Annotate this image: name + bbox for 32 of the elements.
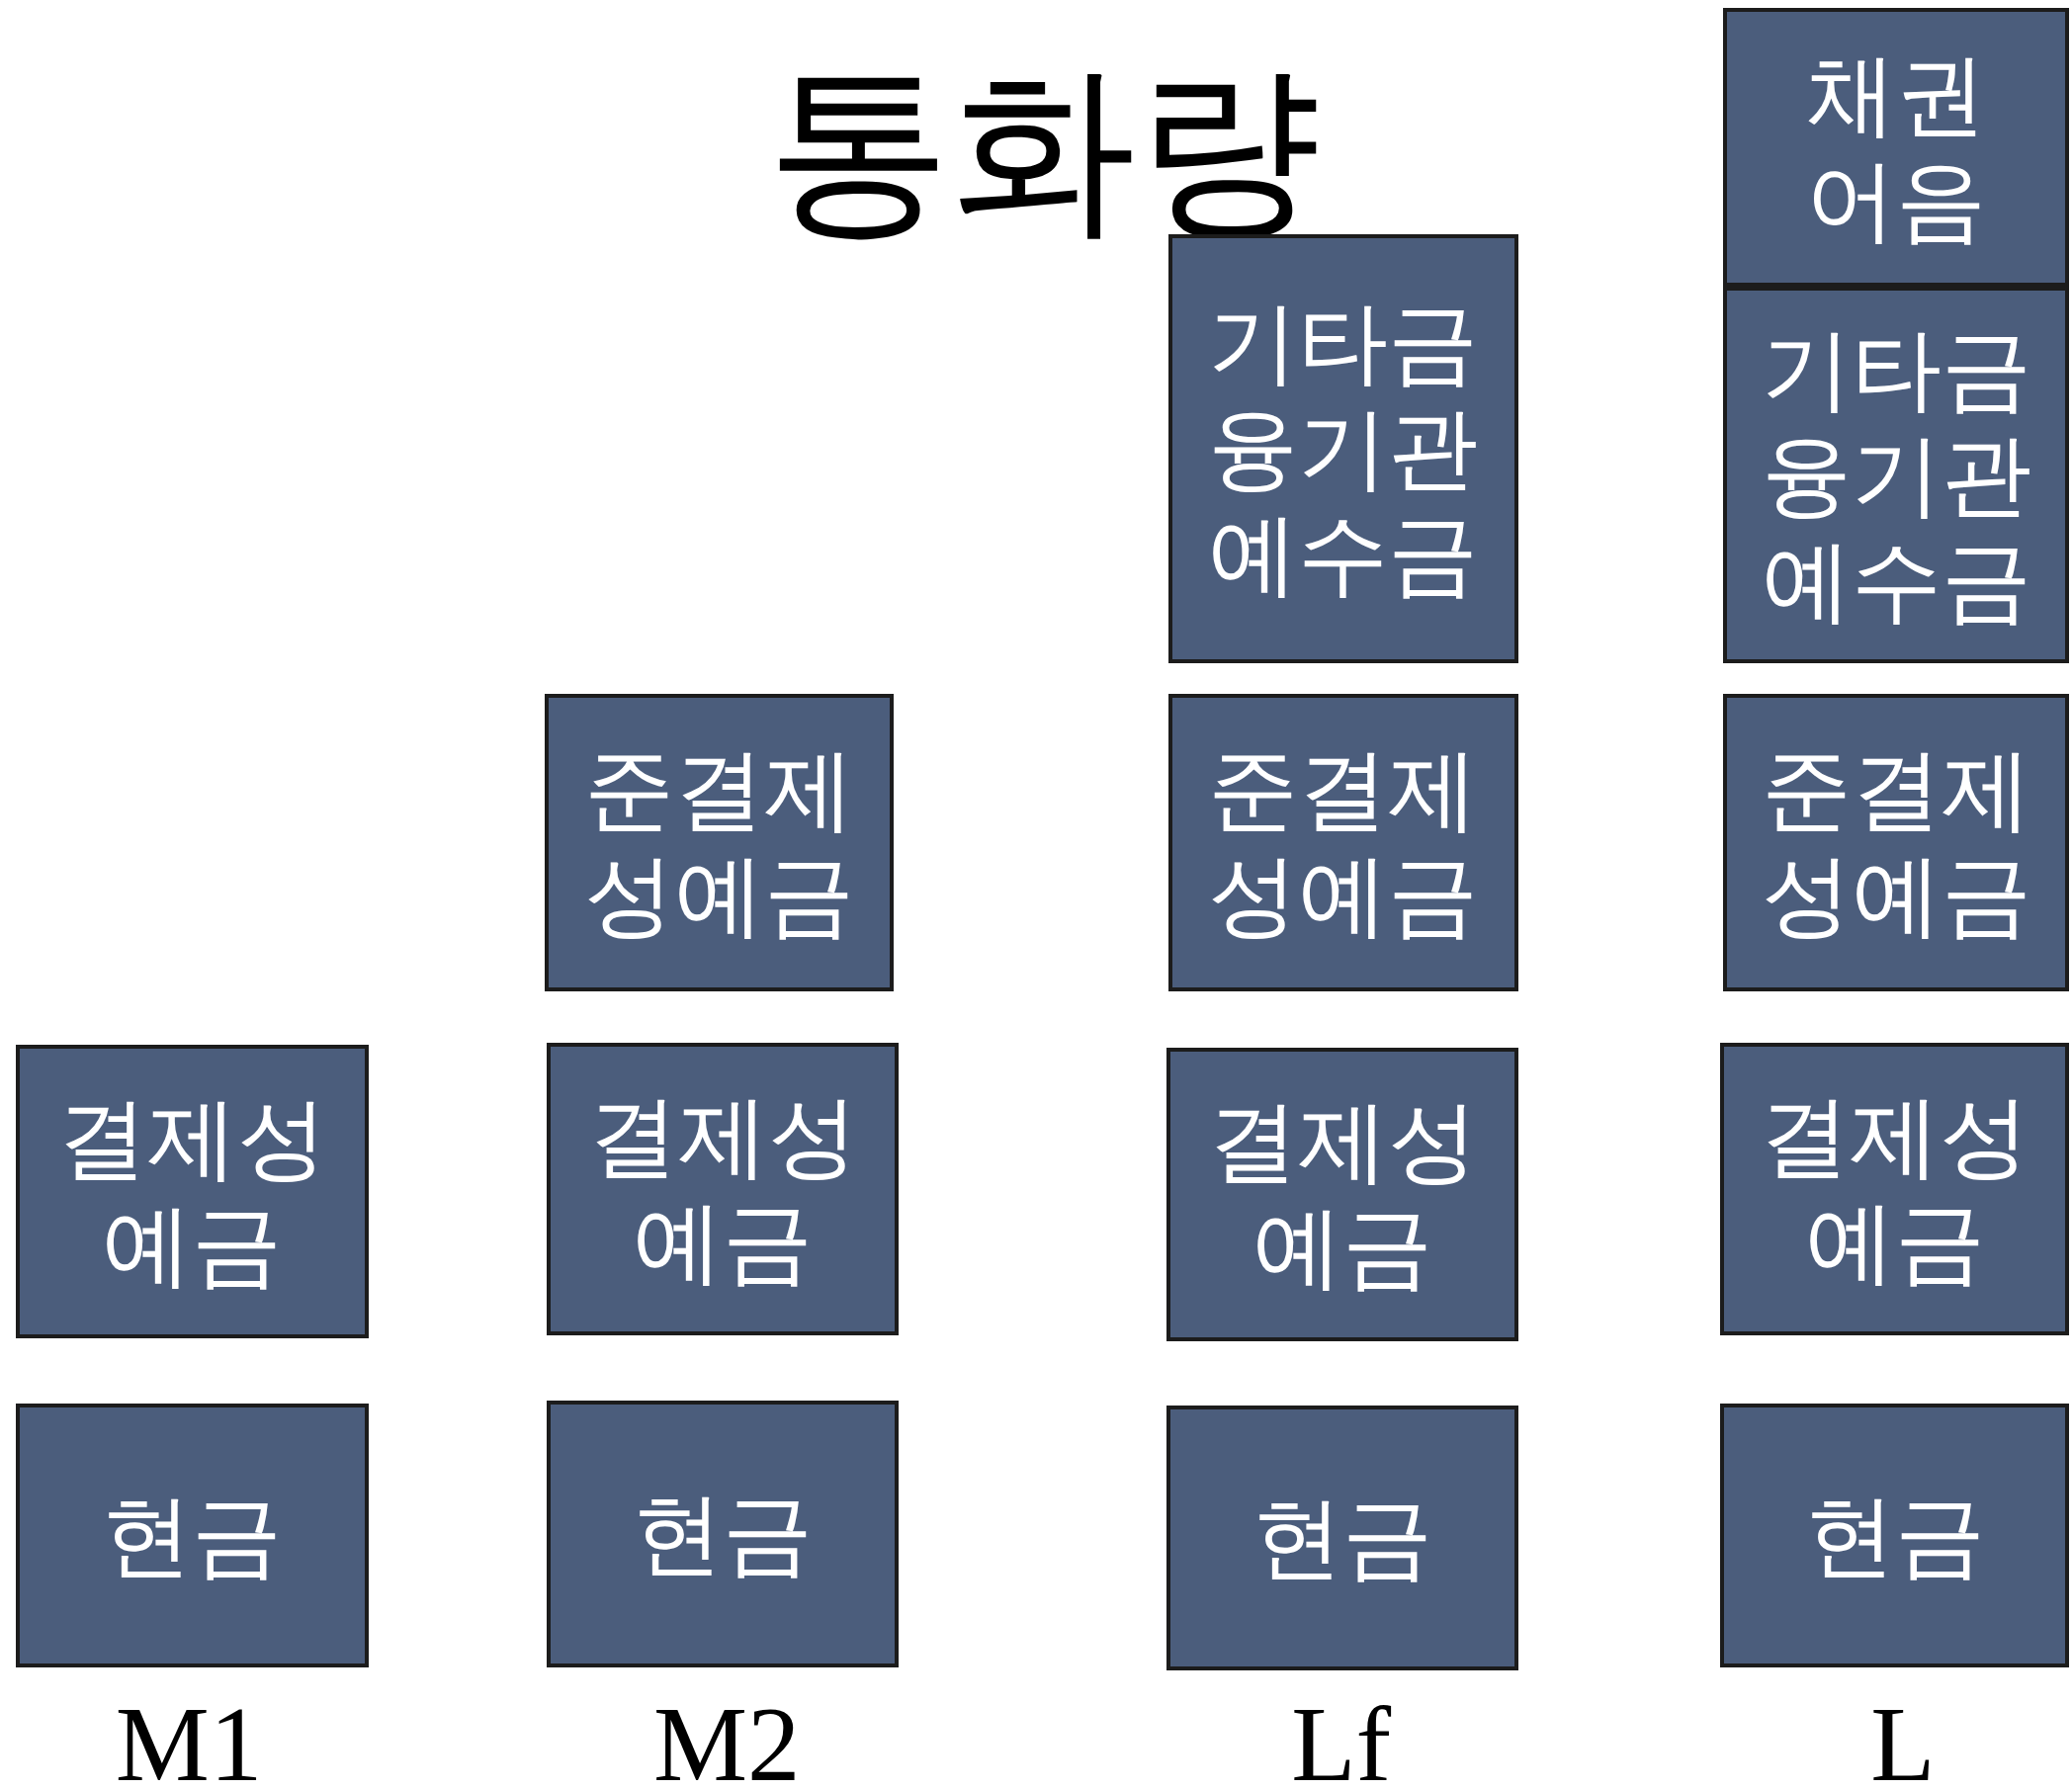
stack-block	[1720, 1042, 2070, 1336]
block-label: 기타금융기관예수금	[1207, 289, 1480, 608]
stack-block	[1166, 1048, 1518, 1341]
block-label: 현금	[1803, 1482, 1986, 1588]
block-label: 결제성예금	[55, 1085, 328, 1298]
block-label: 현금	[101, 1482, 284, 1588]
stack-block	[1723, 8, 2070, 288]
block-label: 준결제성예금	[1760, 735, 2032, 949]
stack-block	[1723, 693, 2070, 991]
column-label: L	[1869, 1685, 1937, 1790]
stack-block	[1167, 693, 1518, 991]
stack-block	[547, 1042, 899, 1336]
stack-block	[1723, 287, 2070, 664]
block-label: 현금	[632, 1481, 815, 1587]
block-label: 결제성예금	[1759, 1082, 2031, 1296]
block-label: 준결제성예금	[1207, 735, 1480, 949]
stack-block	[1720, 1403, 2070, 1667]
stack-block	[16, 1045, 369, 1339]
block-label: 결제성예금	[586, 1082, 859, 1296]
column-label: M1	[114, 1685, 264, 1790]
block-label: 결제성예금	[1206, 1088, 1479, 1301]
stack-block	[547, 1400, 899, 1667]
stack-block	[16, 1403, 369, 1667]
block-label: 채권어음	[1805, 41, 1988, 254]
block-label: 현금	[1252, 1485, 1434, 1591]
title: 통화량	[766, 39, 1322, 258]
block-label: 기타금융기관예수금	[1760, 315, 2032, 635]
column-label: M2	[651, 1685, 802, 1790]
stack-block	[1166, 1406, 1518, 1670]
block-label: 준결제성예금	[582, 735, 855, 949]
stack-block	[544, 693, 894, 991]
column-label: Lf	[1290, 1685, 1393, 1790]
